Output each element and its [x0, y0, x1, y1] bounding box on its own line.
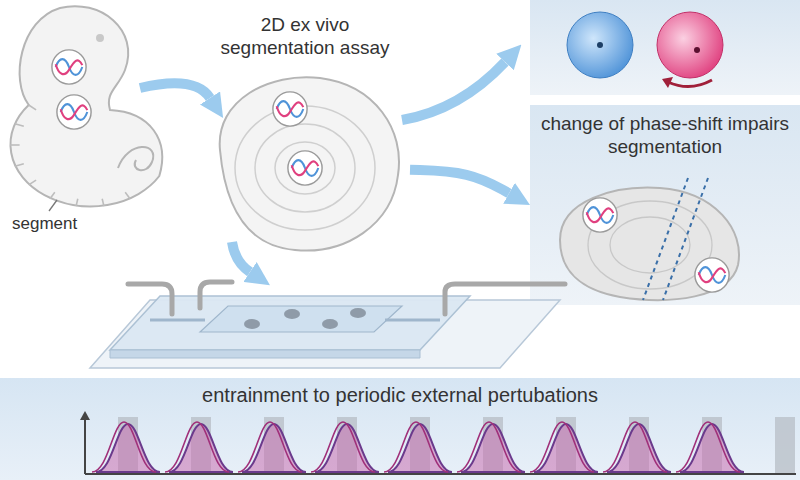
embryo-outline — [10, 6, 162, 206]
pink-oscillator — [657, 12, 723, 78]
leader-line — [49, 200, 57, 211]
oscillator-symbol — [695, 258, 729, 292]
entrainment-band — [0, 378, 800, 480]
wells — [244, 308, 366, 329]
blue-oscillator — [567, 12, 633, 78]
explant-outline — [560, 188, 739, 300]
oscillator-symbol — [583, 198, 617, 232]
impaired-explant — [560, 178, 739, 300]
pulse-bars — [118, 417, 795, 474]
x-axis — [85, 473, 796, 475]
result-panel: change of phase-shift impairs segmentati… — [530, 105, 800, 305]
flow-arrow — [402, 62, 505, 120]
entrainment-band: entrainment to periodic external pertuba… — [0, 378, 800, 480]
channel — [150, 319, 440, 322]
phase-shift-arrow — [668, 80, 712, 87]
phase-dot — [694, 47, 700, 53]
oscillator-symbol — [52, 50, 86, 84]
process-arrows — [140, 62, 505, 272]
oscillator-symbol — [57, 95, 91, 129]
y-axis — [84, 418, 86, 474]
flow-arrow — [410, 170, 509, 194]
node-text: change of phase-shift impairs segmentati… — [540, 113, 790, 159]
embryo — [10, 6, 162, 211]
arrow-head — [662, 77, 673, 88]
axis-arrow — [80, 411, 90, 420]
phase-dot — [597, 42, 603, 48]
oscillation-peaks — [96, 424, 744, 472]
embryo-eye — [96, 34, 104, 42]
chamber — [200, 306, 402, 332]
phase-circles — [567, 12, 723, 88]
microfluidic-chip — [90, 282, 565, 368]
dashed-boundaries — [643, 178, 708, 300]
part-label: segment — [12, 214, 77, 234]
pdms-side — [110, 350, 420, 358]
entrainment-plot — [80, 411, 796, 474]
explant — [220, 77, 399, 250]
top-right-panel — [530, 0, 800, 95]
flow-arrow — [140, 83, 210, 98]
phase-shift-panel — [530, 105, 800, 305]
oscillation-trace — [92, 422, 740, 472]
node-text: 2D ex vivo segmentation assay — [210, 14, 400, 60]
explant-rings — [235, 106, 375, 230]
flow-arrow — [232, 242, 250, 272]
tubing — [128, 282, 565, 314]
oscillator-symbol — [288, 151, 322, 185]
node-text: entrainment to periodic external pertuba… — [50, 383, 750, 407]
assay-group: 2D ex vivo segmentation assay — [200, 8, 410, 253]
explant-outline — [220, 77, 399, 250]
pdms-block — [110, 296, 470, 350]
embryo-tail — [118, 147, 153, 170]
oscillator-symbol — [273, 92, 307, 126]
